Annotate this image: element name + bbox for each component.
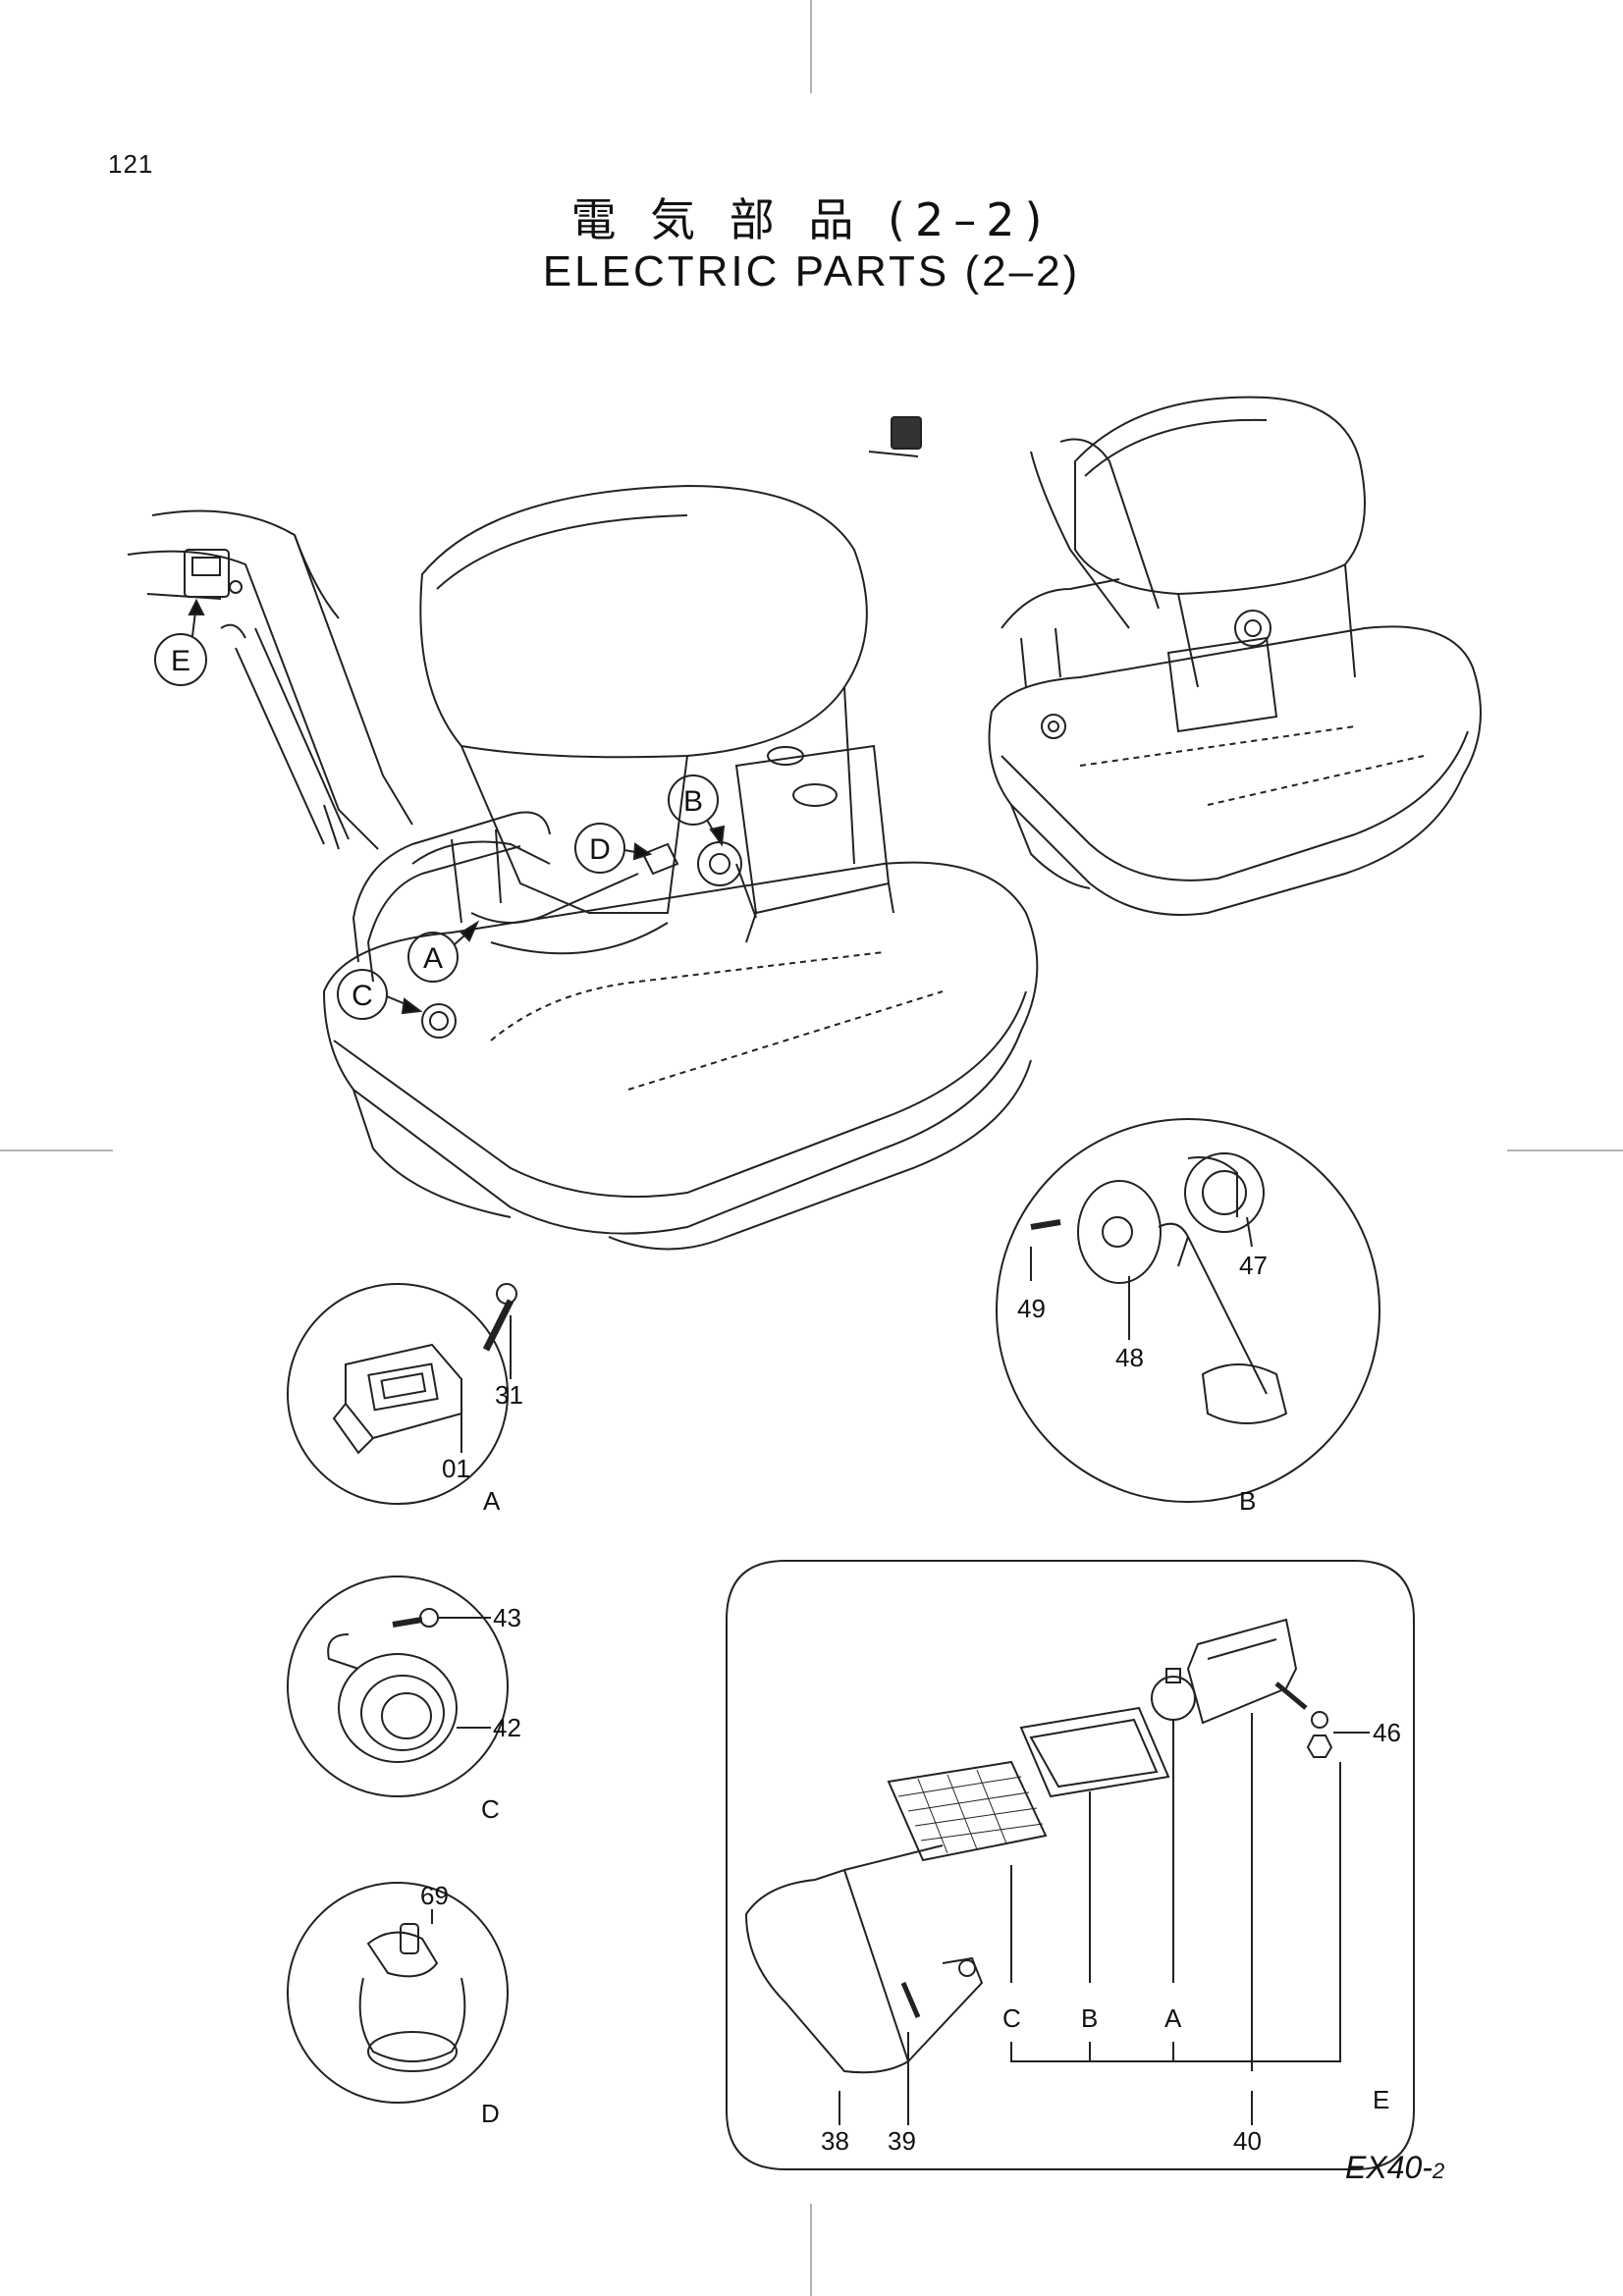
part-number-31: 31 bbox=[495, 1380, 523, 1410]
callout-letters: E B D A C bbox=[171, 645, 703, 1012]
detail-label-a: A bbox=[483, 1486, 501, 1516]
callout-letter-c: C bbox=[352, 980, 373, 1012]
lamp-ref-a: A bbox=[1164, 2003, 1182, 2033]
lamp-ref-b: B bbox=[1081, 2003, 1098, 2033]
part-number-42: 42 bbox=[493, 1713, 521, 1742]
callout-a bbox=[407, 920, 480, 983]
model-code-suffix: 2 bbox=[1432, 2159, 1445, 2183]
callout-letter-a: A bbox=[423, 942, 443, 975]
callout-c bbox=[337, 969, 423, 1020]
part-number-47: 47 bbox=[1239, 1251, 1268, 1280]
machine-main-view bbox=[127, 484, 1039, 1251]
detail-label-c: C bbox=[481, 1794, 500, 1824]
detail-label-e: E bbox=[1373, 2085, 1389, 2114]
machine-rear-view bbox=[868, 396, 1482, 916]
detail-label-b: B bbox=[1239, 1486, 1256, 1516]
part-number-69: 69 bbox=[420, 1881, 449, 1910]
part-number-46: 46 bbox=[1373, 1718, 1401, 1747]
title-english: ELECTRIC PARTS (2–2) bbox=[542, 247, 1081, 295]
detail-c bbox=[287, 1575, 509, 1797]
callout-letter-b: B bbox=[683, 785, 703, 818]
part-number-38: 38 bbox=[821, 2126, 849, 2156]
title-japanese: 電 気 部 品 (2–2) bbox=[570, 193, 1053, 246]
part-number-48: 48 bbox=[1115, 1343, 1144, 1372]
detail-identifiers: A B C D E bbox=[481, 1486, 1389, 2128]
part-number-49: 49 bbox=[1017, 1294, 1046, 1323]
detail-d bbox=[287, 1882, 509, 2104]
part-number-43: 43 bbox=[493, 1603, 521, 1632]
model-code-main: EX40- bbox=[1345, 2150, 1433, 2185]
part-number-40: 40 bbox=[1233, 2126, 1262, 2156]
detail-a bbox=[287, 1283, 517, 1505]
callout-e bbox=[154, 598, 207, 686]
lamp-ref-c: C bbox=[1002, 2003, 1021, 2033]
callout-letter-e: E bbox=[171, 645, 190, 677]
detail-e bbox=[726, 1560, 1415, 2170]
part-number-01: 01 bbox=[442, 1454, 470, 1483]
model-code: EX40-2 bbox=[1345, 2150, 1444, 2186]
part-number-labels: 01 31 49 48 47 43 42 69 46 38 39 40 C B … bbox=[420, 1251, 1401, 2156]
part-number-39: 39 bbox=[888, 2126, 916, 2156]
detail-label-d: D bbox=[481, 2099, 500, 2128]
page-number: 121 bbox=[108, 149, 154, 179]
callout-b bbox=[668, 774, 726, 847]
callout-letter-d: D bbox=[589, 833, 611, 866]
callout-d bbox=[574, 823, 653, 874]
detail-b bbox=[996, 1118, 1380, 1503]
